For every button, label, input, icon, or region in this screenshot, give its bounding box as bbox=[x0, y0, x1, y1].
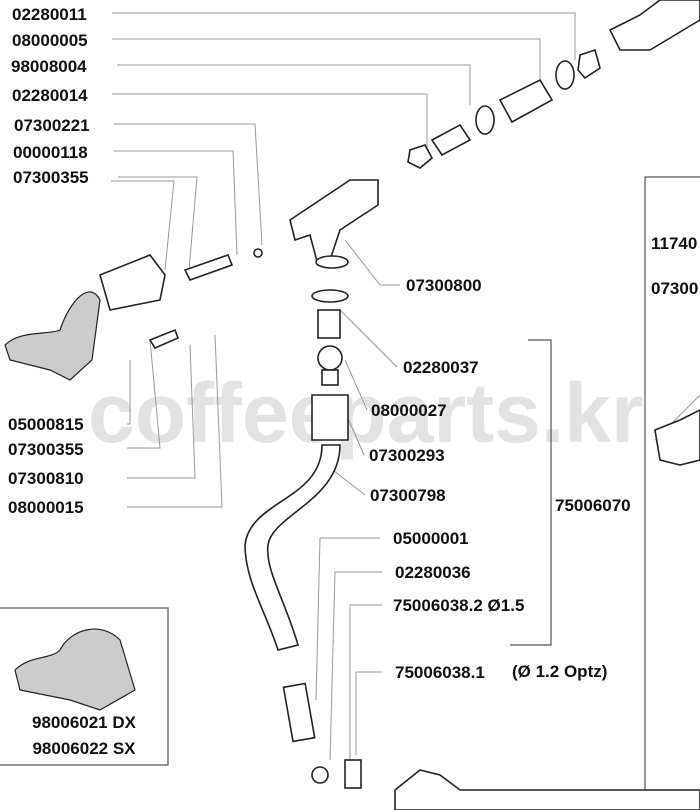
part-label: 02280037 bbox=[403, 358, 479, 377]
part-label: 08000015 bbox=[8, 498, 84, 517]
part-label: 05000815 bbox=[8, 415, 84, 434]
center-label-column: 07300800 02280037 08000027 07300293 0730… bbox=[369, 234, 698, 682]
part-label: 07300798 bbox=[370, 486, 446, 505]
part-label: 07300355 bbox=[8, 440, 84, 459]
part-label: 75006038.1 bbox=[395, 663, 485, 682]
part-label: 07300293 bbox=[369, 446, 445, 465]
left-label-column: 02280011 08000005 98008004 02280014 0730… bbox=[8, 5, 90, 517]
part-label: 02280036 bbox=[395, 563, 471, 582]
part-label: 07300800 bbox=[406, 276, 482, 295]
part-label: 07300810 bbox=[8, 469, 84, 488]
part-label: 11740 bbox=[651, 234, 697, 253]
inset-label-dx: 98006021 DX bbox=[32, 713, 137, 732]
part-label: 07300 bbox=[651, 279, 698, 298]
parts bbox=[4, 0, 700, 810]
part-label: 00000118 bbox=[13, 143, 88, 162]
watermark: coffeeparts.kr bbox=[88, 366, 644, 460]
part-note: (Ø 1.2 Optz) bbox=[512, 662, 607, 681]
part-label: 08000005 bbox=[12, 31, 88, 50]
part-label: 02280014 bbox=[12, 86, 88, 105]
inset-box bbox=[0, 607, 169, 766]
part-label: 98008004 bbox=[11, 57, 87, 76]
part-label: 07300355 bbox=[13, 168, 89, 187]
assembly-bracket bbox=[510, 339, 552, 646]
part-label: 75006038.2 Ø1.5 bbox=[393, 596, 524, 615]
part-label: 08000027 bbox=[371, 401, 447, 420]
right-assembly-box bbox=[644, 176, 700, 810]
leader-lines bbox=[111, 12, 700, 761]
part-label: 05000001 bbox=[393, 529, 469, 548]
assembly-label: 75006070 bbox=[555, 496, 631, 515]
part-label: 07300221 bbox=[14, 116, 90, 135]
inset-label-sx: 98006022 SX bbox=[32, 739, 136, 758]
part-label: 02280011 bbox=[12, 5, 87, 24]
